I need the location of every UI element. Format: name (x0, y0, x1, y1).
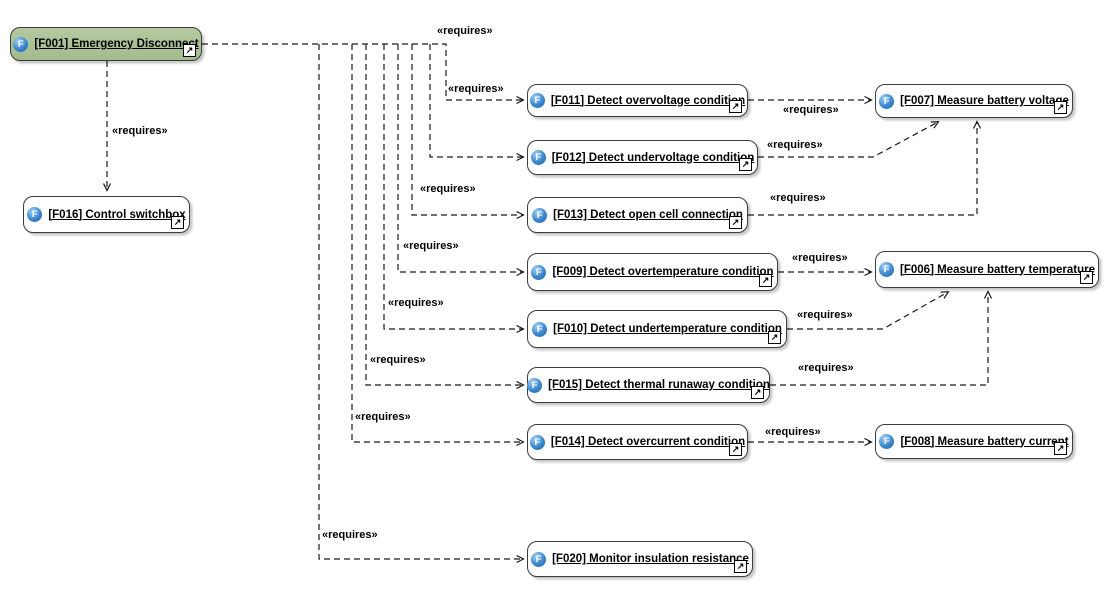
function-label: [F009] Detect overtemperature condition (552, 266, 774, 278)
function-label: [F016] Control switchbox (48, 208, 186, 221)
navigate-icon[interactable]: ↗ (171, 216, 184, 229)
edge-f015-f006[interactable] (770, 292, 988, 386)
function-icon: F (527, 377, 543, 393)
stereotype-label: «requires» (767, 139, 823, 151)
navigate-icon[interactable]: ↗ (1054, 101, 1067, 114)
stereotype-label: «requires» (403, 240, 459, 252)
stereotype-label: «requires» (792, 252, 848, 264)
function-box-f001[interactable]: F [F001] Emergency Disconnect ↗ (10, 27, 202, 61)
navigate-icon[interactable]: ↗ (183, 44, 196, 57)
function-box-f011[interactable]: F [F011] Detect overvoltage condition ↗ (527, 84, 748, 117)
function-label: [F012] Detect undervoltage condition (551, 151, 755, 164)
function-label: [F013] Detect open cell connection (553, 209, 743, 221)
function-icon: F (879, 93, 895, 109)
navigate-icon[interactable]: ↗ (751, 386, 764, 399)
function-label: [F015] Detect thermal runaway condition (548, 379, 770, 391)
function-icon: F (532, 321, 548, 337)
stereotype-label: «requires» (783, 104, 839, 116)
function-icon: F (529, 93, 545, 108)
function-box-f014[interactable]: F [F014] Detect overcurrent condition ↗ (527, 424, 748, 460)
stereotype-label: «requires» (448, 83, 504, 95)
stereotype-label: «requires» (797, 309, 853, 321)
function-label: [F006] Measure battery temperature (900, 263, 1095, 276)
navigate-icon[interactable]: ↗ (759, 274, 772, 287)
stereotype-label: «requires» (770, 192, 826, 204)
function-box-f013[interactable]: F [F013] Detect open cell connection ↗ (527, 197, 748, 233)
function-icon: F (879, 262, 895, 277)
navigate-icon[interactable]: ↗ (1080, 271, 1093, 284)
stereotype-label: «requires» (112, 125, 168, 137)
edge-f001-f013[interactable] (411, 44, 523, 215)
navigate-icon[interactable]: ↗ (768, 331, 781, 344)
stereotype-label: «requires» (798, 362, 854, 374)
function-label: [F001] Emergency Disconnect (34, 38, 199, 50)
function-icon: F (531, 551, 547, 567)
edge-f013-f007[interactable] (748, 122, 977, 216)
function-box-f009[interactable]: F [F009] Detect overtemperature conditio… (527, 253, 778, 291)
function-label: [F007] Measure battery voltage (900, 95, 1069, 107)
edge-f001-f012[interactable] (429, 44, 523, 157)
function-label: [F011] Detect overvoltage condition (550, 94, 746, 107)
function-box-f006[interactable]: F [F006] Measure battery temperature ↗ (875, 251, 1099, 288)
edge-f012-f007[interactable] (758, 122, 938, 158)
function-box-f012[interactable]: F [F012] Detect undervoltage condition ↗ (527, 140, 758, 175)
edge-f001-f020[interactable] (318, 44, 523, 559)
function-box-f016[interactable]: F [F016] Control switchbox ↗ (23, 196, 190, 233)
stereotype-label: «requires» (370, 354, 426, 366)
function-box-f007[interactable]: F [F007] Measure battery voltage ↗ (875, 84, 1073, 118)
edge-f010-f006[interactable] (787, 292, 948, 330)
navigate-icon[interactable]: ↗ (729, 443, 742, 456)
stereotype-label: «requires» (420, 183, 476, 195)
stereotype-label: «requires» (765, 426, 821, 438)
function-label: [F010] Detect undertemperature condition (553, 323, 782, 335)
function-box-f015[interactable]: F [F015] Detect thermal runaway conditio… (527, 367, 770, 403)
function-icon: F (27, 207, 43, 222)
stereotype-label: «requires» (355, 411, 411, 423)
stereotype-label: «requires» (388, 297, 444, 309)
function-icon: F (532, 207, 548, 223)
function-box-f010[interactable]: F [F010] Detect undertemperature conditi… (527, 310, 787, 348)
stereotype-label: «requires» (437, 25, 493, 37)
navigate-icon[interactable]: ↗ (734, 560, 747, 573)
navigate-icon[interactable]: ↗ (739, 158, 752, 171)
function-icon: F (13, 36, 29, 52)
function-box-f020[interactable]: F [F020] Monitor insulation resistance ↗ (527, 541, 753, 577)
navigate-icon[interactable]: ↗ (729, 100, 742, 113)
edge-f001-f014[interactable] (351, 44, 523, 442)
function-icon: F (529, 434, 545, 450)
edge-f001-f011[interactable] (202, 43, 523, 100)
edge-f001-f009[interactable] (397, 44, 523, 272)
function-label: [F020] Monitor insulation resistance (552, 553, 749, 565)
edge-f001-f010[interactable] (383, 44, 523, 329)
navigate-icon[interactable]: ↗ (729, 216, 742, 229)
stereotype-label: «requires» (322, 529, 378, 541)
function-label: [F008] Measure battery current (900, 435, 1069, 448)
function-icon: F (531, 264, 547, 280)
function-icon: F (530, 150, 546, 165)
function-label: [F014] Detect overcurrent condition (550, 436, 746, 448)
function-icon: F (879, 434, 895, 449)
function-box-f008[interactable]: F [F008] Measure battery current ↗ (875, 424, 1073, 459)
navigate-icon[interactable]: ↗ (1054, 442, 1067, 455)
edge-f001-f015[interactable] (365, 44, 523, 385)
